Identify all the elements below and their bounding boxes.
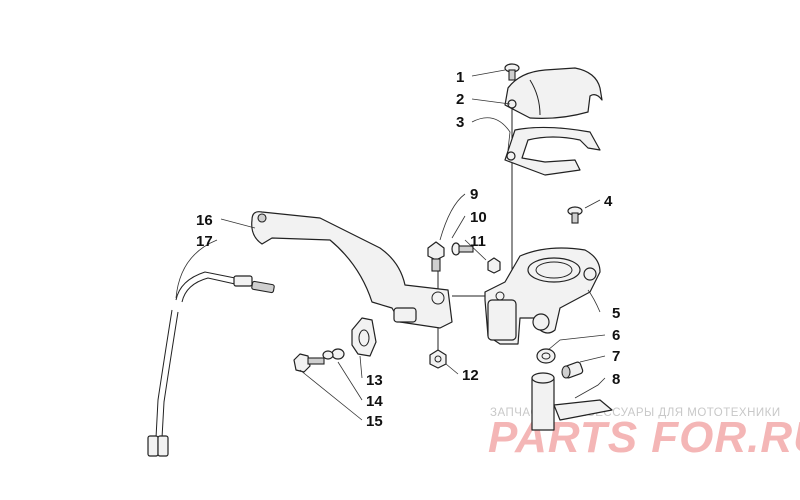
- part-2-cover: [504, 67, 603, 119]
- callout-8: 8: [612, 371, 620, 388]
- part-16-brake-lever: [251, 211, 453, 329]
- callout-17: 17: [196, 233, 213, 250]
- part-10-screw: [451, 242, 474, 256]
- callout-11: 11: [470, 233, 486, 250]
- callout-16: 16: [196, 212, 213, 229]
- callout-9: 9: [470, 186, 478, 203]
- part-17-brake-switch: [147, 271, 275, 457]
- callout-5: 5: [612, 305, 620, 322]
- callout-15: 15: [366, 413, 383, 430]
- callout-12: 12: [462, 367, 479, 384]
- part-11-nut: [487, 257, 501, 274]
- part-13-adjuster: [351, 317, 377, 357]
- leader-lines: [175, 69, 606, 421]
- part-9-bolt: [427, 241, 445, 272]
- part-4-screw: [567, 206, 583, 224]
- callout-7: 7: [612, 348, 620, 365]
- callout-6: 6: [612, 327, 620, 344]
- callout-14: 14: [366, 393, 383, 410]
- callout-10: 10: [470, 209, 487, 226]
- part-3-gasket: [504, 126, 601, 176]
- callout-4: 4: [604, 193, 613, 210]
- callout-1: 1: [456, 69, 464, 86]
- part-15-pivot-bolt: [293, 353, 325, 373]
- part-7-bleed-screw: [561, 361, 584, 379]
- callout-3: 3: [456, 114, 464, 131]
- part-12-nut: [429, 349, 447, 369]
- callout-2: 2: [456, 91, 464, 108]
- part-5-master-cylinder: [484, 247, 601, 345]
- part-1-screw: [504, 63, 520, 81]
- part-14-spacer: [322, 348, 345, 360]
- callout-13: 13: [366, 372, 383, 389]
- part-6-washer: [536, 348, 556, 364]
- callout-labels: 1 2 3 4 5 6 7 8 9 10 11 12 13 14 15 16 1…: [196, 69, 620, 430]
- part-8-clamp: [531, 372, 613, 431]
